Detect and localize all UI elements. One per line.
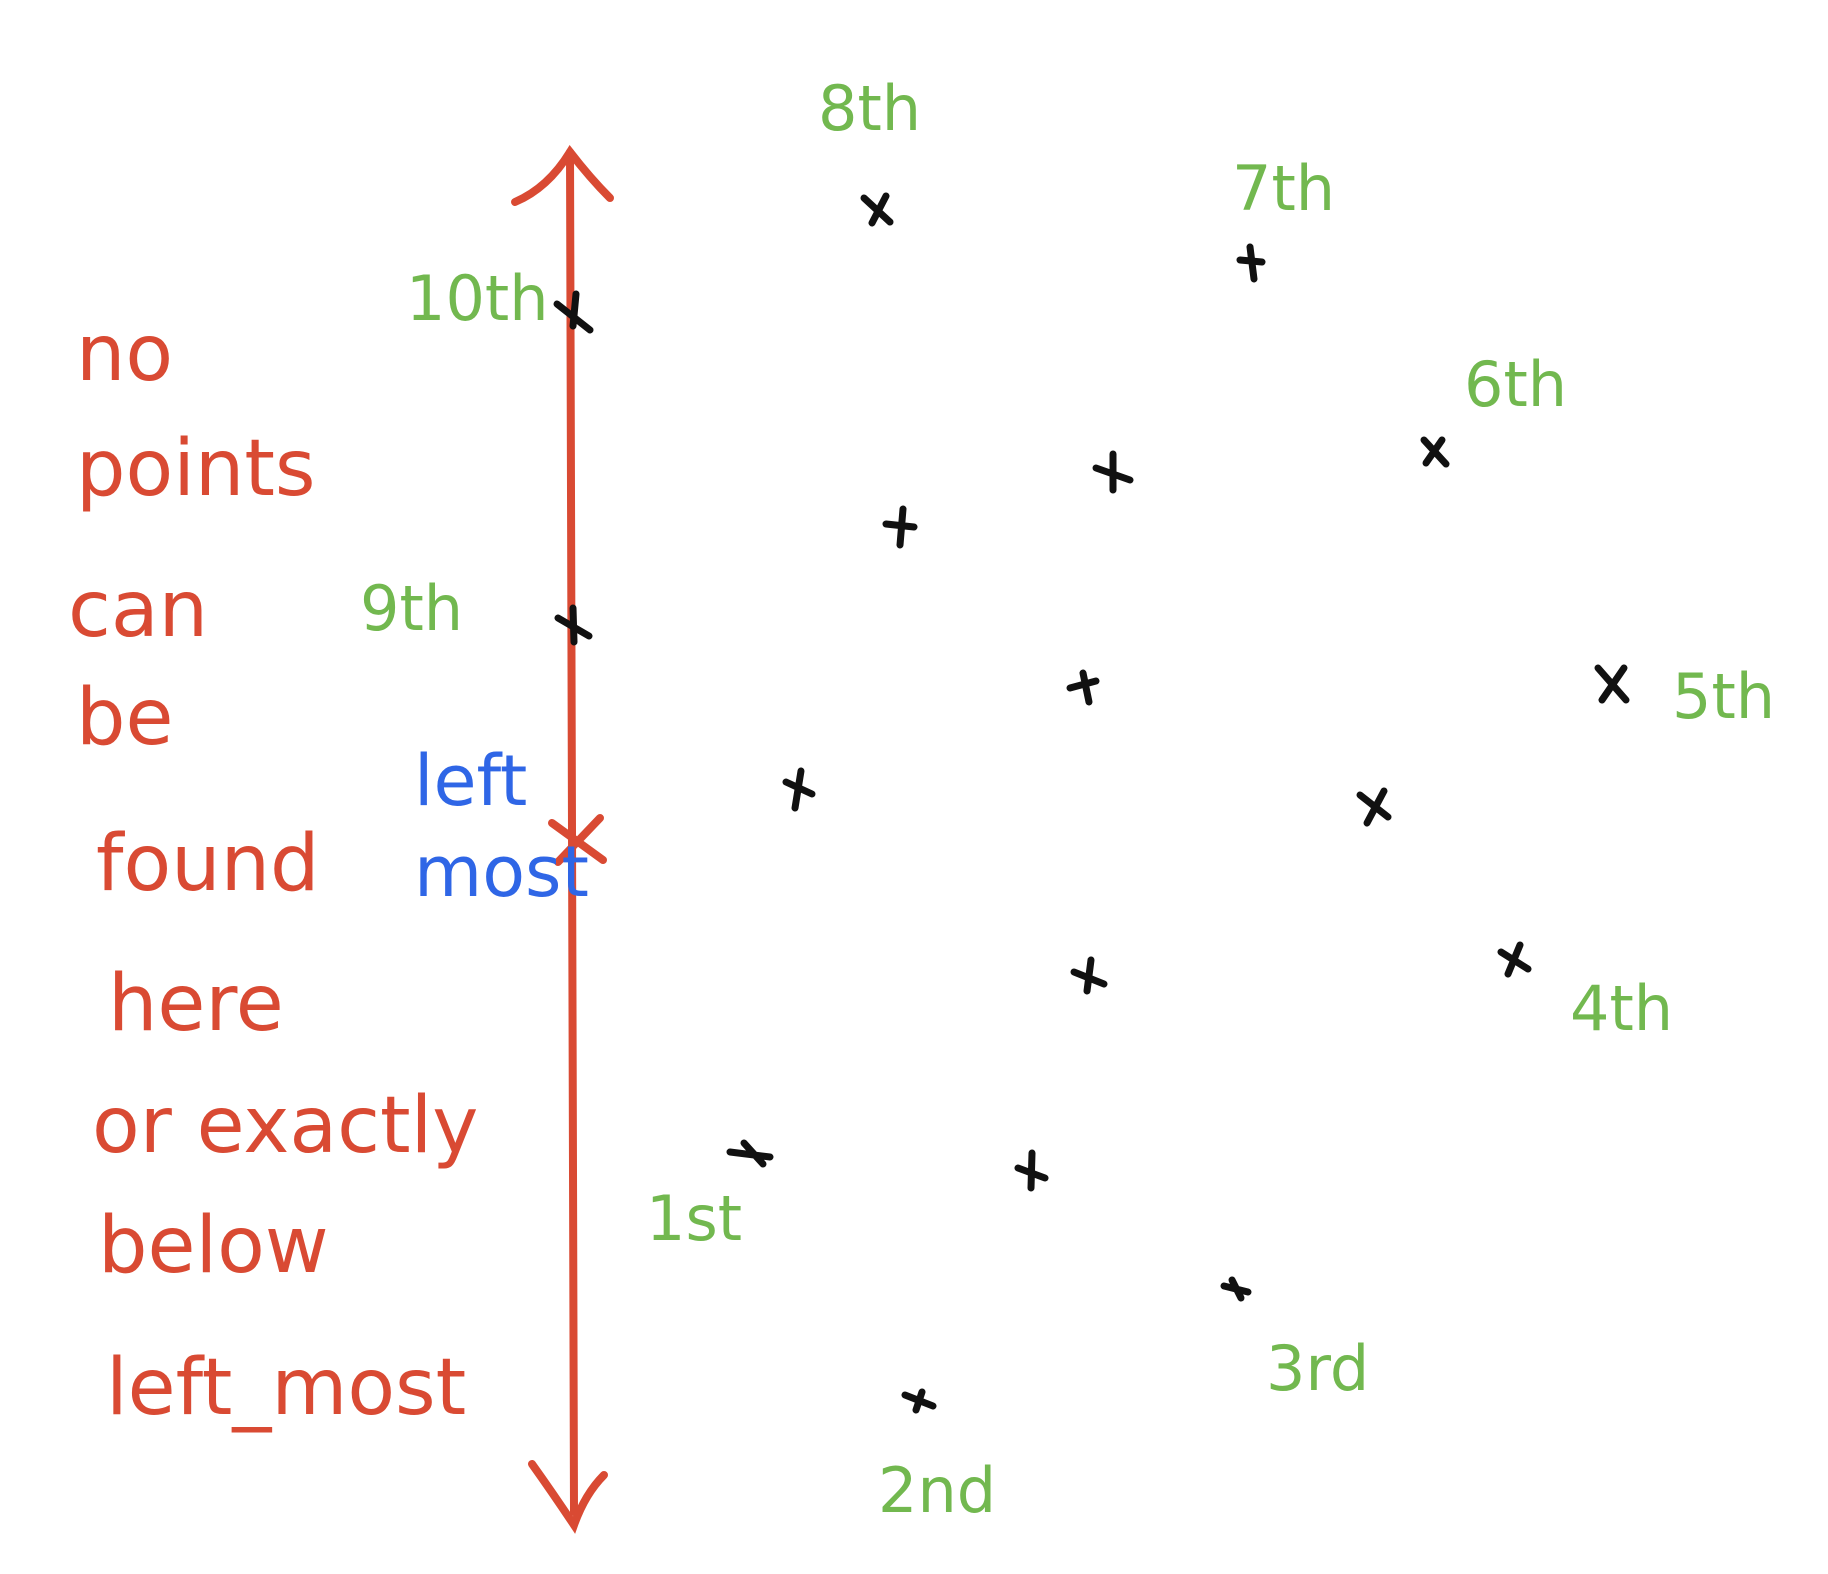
point-marker	[882, 505, 918, 549]
order-label-1st: 1st	[646, 1182, 742, 1255]
order-label-2nd: 2nd	[878, 1454, 996, 1527]
point-marker	[1014, 1149, 1049, 1192]
point-marker	[1066, 669, 1100, 706]
point-marker	[554, 604, 593, 646]
point-marker	[1497, 941, 1532, 978]
vertical-arrow-axis	[511, 144, 614, 1534]
order-label-4th: 4th	[1570, 972, 1673, 1045]
note-line: points	[76, 424, 316, 514]
order-label-10th: 10th	[406, 262, 549, 335]
order-label-8th: 8th	[818, 72, 921, 145]
order-label-6th: 6th	[1464, 348, 1567, 421]
point-marker	[1236, 243, 1266, 283]
note-line: below	[98, 1201, 329, 1291]
axis-down-arrowhead	[528, 1460, 608, 1534]
note-line: can	[68, 565, 208, 655]
leftmost-label-line: left	[414, 740, 527, 822]
note-line: left_most	[106, 1343, 466, 1433]
leftmost-label: left most	[414, 740, 589, 913]
note-line: found	[96, 819, 320, 909]
order-label-3rd: 3rd	[1266, 1332, 1369, 1405]
vertical-axis-line	[566, 148, 578, 1516]
red-note: no points can be found here or exactly b…	[68, 309, 478, 1433]
point-marker	[901, 1388, 937, 1414]
point-marker	[782, 767, 816, 812]
note-line: here	[108, 959, 284, 1049]
point-marker	[860, 192, 894, 227]
point-marker	[1092, 450, 1134, 494]
order-label-9th: 9th	[360, 572, 463, 645]
point-marker	[1220, 1276, 1252, 1302]
order-label-5th: 5th	[1672, 660, 1775, 733]
leftmost-label-line: most	[414, 831, 589, 913]
point-marker	[1356, 787, 1392, 827]
point-marker	[1420, 436, 1450, 468]
point-marker	[553, 290, 594, 334]
note-line: be	[76, 673, 174, 763]
point-marker	[1070, 956, 1108, 995]
note-line: no	[76, 309, 173, 399]
point-marker	[726, 1139, 774, 1168]
order-label-7th: 7th	[1232, 152, 1335, 225]
note-line: or exactly	[92, 1081, 478, 1171]
order-labels: 1st 2nd 3rd 4th 5th 6th 7th 8th 9th 10th	[360, 72, 1775, 1527]
axis-up-arrowhead	[511, 144, 614, 206]
point-marker	[1594, 664, 1630, 704]
leftmost-red-x	[548, 814, 607, 866]
point-cloud	[553, 192, 1630, 1414]
